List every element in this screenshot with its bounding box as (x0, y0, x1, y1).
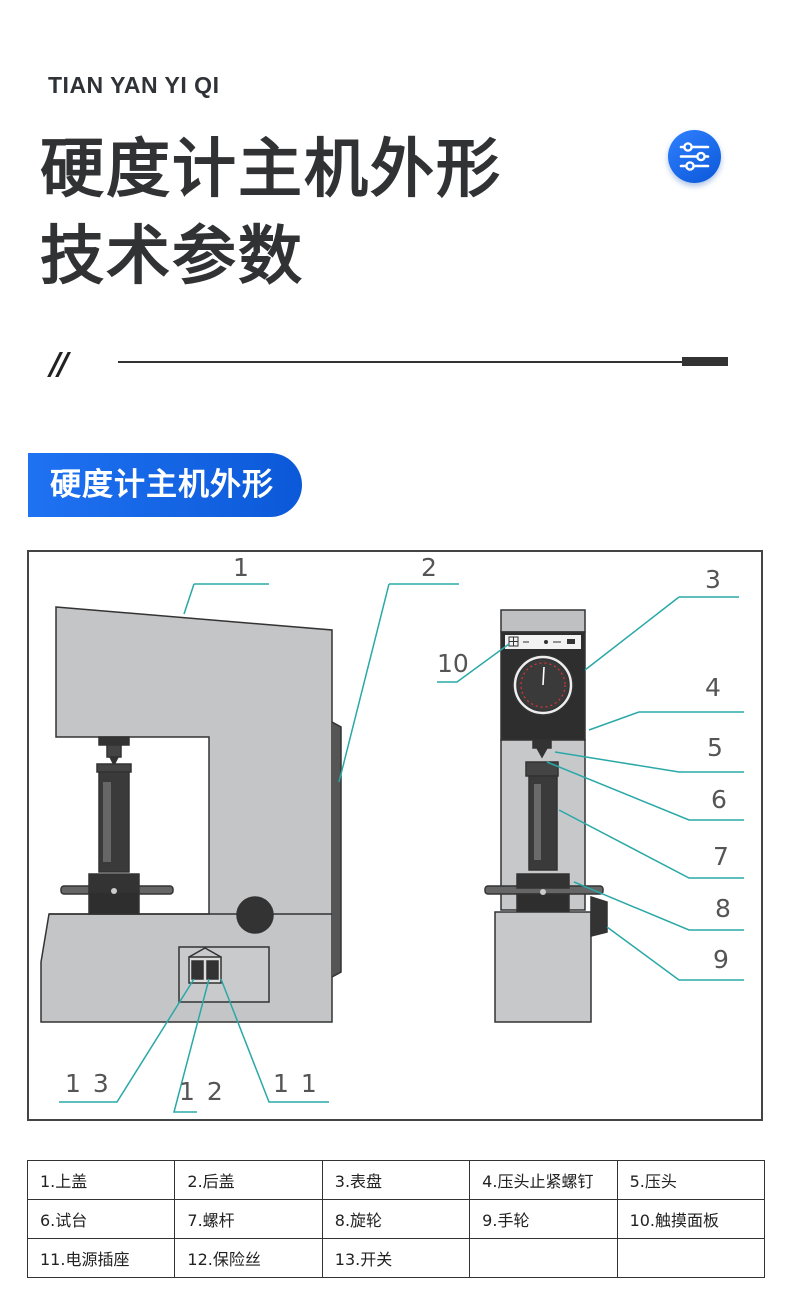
page-title-line-1: 硬度计主机外形 (40, 133, 502, 207)
parts-table: 1.上盖 2.后盖 3.表盘 4.压头止紧螺钉 5.压头 6.试台 7.螺杆 8… (26, 1160, 766, 1278)
table-cell: 12.保险丝 (174, 1238, 323, 1278)
divider-line (118, 361, 728, 363)
table-cell: 9.手轮 (469, 1199, 618, 1239)
table-cell (469, 1238, 618, 1278)
callout-label-13: 13 (65, 1069, 121, 1098)
sliders-icon (679, 142, 710, 171)
callout-label-5: 5 (707, 733, 723, 762)
callout-label-12: 12 (179, 1077, 235, 1106)
callout-label-6: 6 (711, 785, 727, 814)
brand-name: TIAN YAN YI QI (48, 72, 220, 98)
table-cell: 7.螺杆 (174, 1199, 323, 1239)
table-cell: 1.上盖 (26, 1160, 176, 1200)
callout-label-7: 7 (713, 842, 729, 871)
table-cell: 10.触摸面板 (616, 1199, 766, 1239)
callout-label-1: 1 (233, 553, 249, 582)
callout-label-8: 8 (715, 894, 731, 923)
settings-button[interactable] (668, 130, 721, 183)
callout-label-4: 4 (705, 673, 721, 702)
table-cell: 13.开关 (321, 1238, 471, 1278)
right-machine-front-view (484, 609, 608, 1023)
left-machine-side-view (40, 606, 342, 1023)
table-cell (616, 1238, 766, 1278)
table-row: 6.试台 7.螺杆 8.旋轮 9.手轮 10.触摸面板 (26, 1199, 766, 1239)
divider-line-end (682, 357, 728, 366)
table-cell: 3.表盘 (321, 1160, 471, 1200)
table-cell: 5.压头 (616, 1160, 766, 1200)
table-row: 11.电源插座 12.保险丝 13.开关 (26, 1238, 766, 1278)
table-cell: 6.试台 (26, 1199, 176, 1239)
section-heading: 硬度计主机外形 (28, 453, 302, 517)
page-title-line-2: 技术参数 (40, 220, 304, 294)
hardness-tester-diagram: 1 2 3 4 5 6 7 8 9 10 11 12 13 (27, 550, 763, 1121)
table-row: 1.上盖 2.后盖 3.表盘 4.压头止紧螺钉 5.压头 (26, 1160, 766, 1200)
callout-label-3: 3 (705, 565, 721, 594)
table-cell: 2.后盖 (174, 1160, 323, 1200)
callout-label-9: 9 (713, 945, 729, 974)
table-cell: 11.电源插座 (26, 1238, 176, 1278)
callout-labels: 1 2 3 4 5 6 7 8 9 10 11 12 13 (65, 553, 731, 1106)
callout-lines (59, 583, 744, 1113)
table-cell: 8.旋轮 (321, 1199, 471, 1239)
divider-slash-mark: // (50, 347, 69, 382)
callout-label-2: 2 (421, 553, 437, 582)
callout-label-10: 10 (437, 649, 469, 678)
table-cell: 4.压头止紧螺钉 (469, 1160, 618, 1200)
callout-label-11: 11 (273, 1069, 329, 1098)
